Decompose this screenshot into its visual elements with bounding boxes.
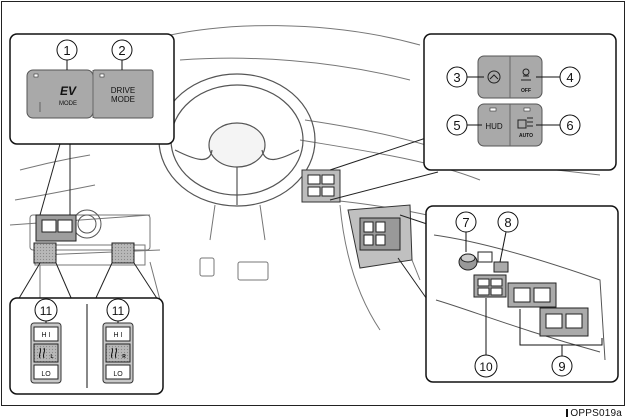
seat-switch-highlight xyxy=(33,242,135,264)
callout-11-left-label: 11 xyxy=(40,304,53,318)
callout-9-label: 9 xyxy=(558,359,565,374)
drive-button-label: DRIVE xyxy=(111,86,135,95)
mode-switch-highlight xyxy=(35,214,77,242)
reference-code-text: OPPS019a xyxy=(570,408,622,419)
callout-8-label: 8 xyxy=(504,215,511,230)
callout-9 xyxy=(519,309,603,377)
door-switch-highlight xyxy=(347,204,413,269)
callout-7-label: 7 xyxy=(462,215,469,230)
callout-11-left xyxy=(34,298,58,323)
hud-label: HUD xyxy=(485,122,503,131)
dash-switch-highlight xyxy=(301,169,341,203)
auto-label: AUTO xyxy=(519,133,533,139)
callout-11-right-label: 11 xyxy=(112,304,125,318)
callout-2-label: 2 xyxy=(118,43,125,58)
reference-bar xyxy=(566,409,569,417)
ev-mode-label: MODE xyxy=(59,101,77,107)
callout-4 xyxy=(536,66,581,88)
drive-mode-label: MODE xyxy=(111,95,135,104)
callout-10 xyxy=(474,298,498,378)
left-seat-side-label: L xyxy=(50,354,53,360)
callout-4-label: 4 xyxy=(566,70,573,85)
callout-1 xyxy=(56,39,78,70)
callout-2 xyxy=(111,39,133,70)
callout-1-label: 1 xyxy=(63,43,70,58)
left-lo-label: LO xyxy=(41,371,51,378)
right-lo-label: LO xyxy=(113,371,123,378)
callout-3-label: 3 xyxy=(453,70,460,85)
pointer-lines xyxy=(17,134,439,313)
callout-11-right xyxy=(106,298,130,323)
callout-6 xyxy=(536,114,581,136)
reference-code: OPPS019a xyxy=(566,408,622,419)
callout-6-label: 6 xyxy=(566,118,573,133)
steering-wheel xyxy=(158,73,316,207)
right-seat-side-label: R xyxy=(122,354,126,360)
callout-5-label: 5 xyxy=(453,118,460,133)
callout-10-label: 10 xyxy=(479,360,493,374)
off-label: OFF xyxy=(521,88,531,94)
right-hi-label: H I xyxy=(114,332,123,339)
figure-frame xyxy=(1,1,625,406)
callout-3 xyxy=(446,66,484,88)
callout-8 xyxy=(497,211,519,263)
ev-button-label: EV xyxy=(60,84,77,98)
callout-5 xyxy=(446,114,482,136)
center-dial xyxy=(72,209,102,239)
inset-door-switches xyxy=(425,205,619,383)
inset-dash-switches xyxy=(423,33,617,171)
left-hi-label: H I xyxy=(42,332,51,339)
callout-7 xyxy=(455,211,477,252)
inset-seat-heaters xyxy=(9,297,164,395)
inset-mode-buttons xyxy=(9,33,175,145)
